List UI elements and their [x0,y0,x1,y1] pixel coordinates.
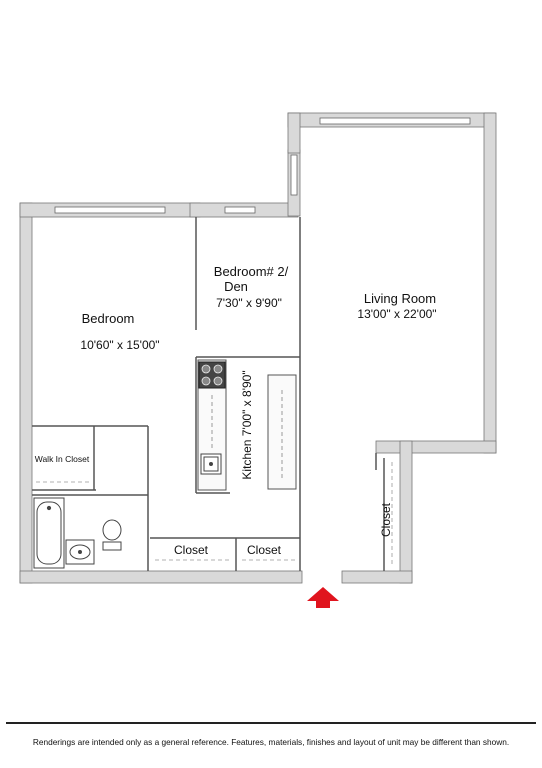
closet-label-2: Closet [247,543,282,557]
bedroom-size: 10'60" x 15'00" [80,338,159,352]
toilet-icon [102,519,122,551]
kitchen-label: Kitchen 7'00" x 8'90" [240,370,254,479]
living-room-size: 13'00" x 22'00" [357,307,436,321]
divider-line [6,722,536,724]
bedroom-name: Bedroom [82,311,135,326]
bathtub-icon [33,497,65,569]
closet-label-1: Closet [174,543,209,557]
closet-rods [36,462,393,566]
windows [54,117,471,214]
bedroom2-name-line2: Den [224,279,248,294]
living-room-name: Living Room [364,291,436,306]
disclaimer-text: Renderings are intended only as a genera… [32,737,510,747]
kitchen-sink-icon [200,453,222,475]
bedroom2-name-line1: Bedroom# 2/ [214,264,289,279]
closet-label-3: Closet [379,502,393,537]
partitions [32,217,385,571]
bathroom-sink-icon [65,539,95,565]
entry-arrow-icon [307,587,339,608]
walk-in-closet-label: Walk In Closet [35,454,90,464]
bedroom2-size: 7'30" x 9'90" [216,296,282,310]
stove-icon [198,361,226,389]
